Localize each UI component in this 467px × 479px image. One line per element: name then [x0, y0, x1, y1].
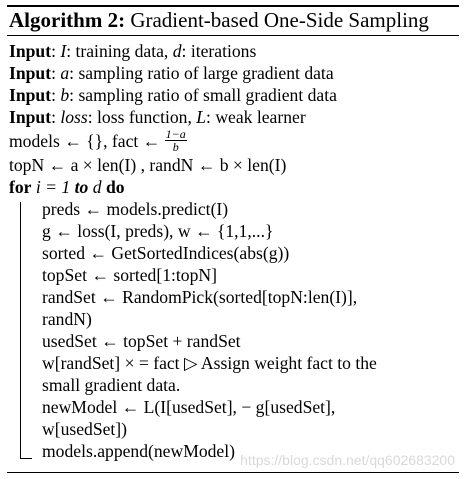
watermark: https://blog.csdn.net/qq602683200 — [240, 452, 455, 468]
input-line: Input: I: training data, d: iterations — [9, 41, 257, 61]
body-line: w[randSet] × = fact ▷ Assign weight fact… — [42, 353, 377, 373]
init-line: topN ← a × len(I) , randN ← b × len(I) — [9, 155, 287, 175]
algorithm-title: Algorithm 2: Gradient-based One-Side Sam… — [9, 8, 429, 33]
input-line: Input: loss: loss function, L: weak lear… — [9, 107, 306, 127]
algorithm-block: Algorithm 2: Gradient-based One-Side Sam… — [7, 5, 459, 473]
algorithm-label: Algorithm 2: — [9, 8, 126, 32]
title-rule — [7, 35, 459, 36]
body-line: w[usedSet]) — [42, 419, 128, 439]
body-line: randSet ← RandomPick(sorted[topN:len(I)]… — [42, 287, 358, 307]
body-line: usedSet ← topSet + randSet — [42, 331, 241, 351]
body-line: newModel ← L(I[usedSet], − g[usedSet], — [42, 397, 336, 417]
body-line: preds ← models.predict(I) — [42, 199, 229, 219]
body-line: g ← loss(I, preds), w ← {1,1,...} — [42, 221, 274, 241]
body-line: randN) — [42, 309, 92, 329]
top-rule — [7, 5, 459, 7]
loop-end-bar — [20, 458, 32, 459]
loop-bar — [20, 202, 21, 458]
body-line: sorted ← GetSortedIndices(abs(g)) — [42, 243, 290, 263]
for-line: for i = 1 to d do — [9, 177, 125, 197]
input-line: Input: a: sampling ratio of large gradie… — [9, 63, 334, 83]
body-line: models.append(newModel) — [42, 441, 235, 461]
algorithm-name: Gradient-based One-Side Sampling — [130, 8, 429, 32]
bottom-rule — [7, 472, 459, 473]
body-line: small gradient data. — [42, 375, 181, 395]
body-line: topSet ← sorted[1:topN] — [42, 265, 217, 285]
input-line: Input: b: sampling ratio of small gradie… — [9, 85, 337, 105]
